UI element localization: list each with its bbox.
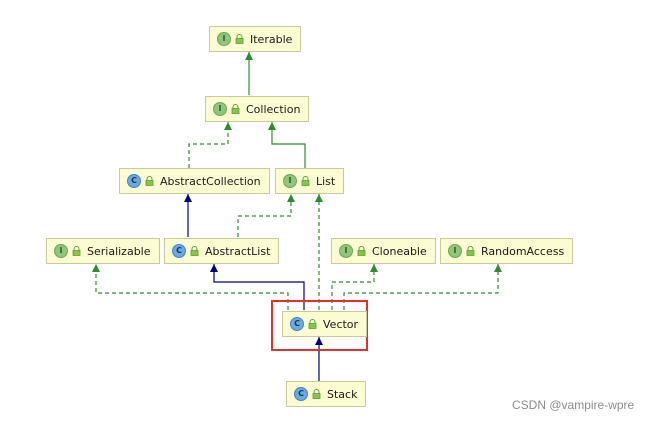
watermark: CSDN @vampire-wpre bbox=[512, 398, 635, 412]
node-label: RandomAccess bbox=[481, 244, 565, 258]
class-icon: C bbox=[290, 317, 304, 331]
interface-icon: I bbox=[283, 174, 297, 188]
edge-vector-cloneable bbox=[331, 264, 378, 310]
lock-icon bbox=[308, 319, 317, 329]
node-abstractlist[interactable]: C AbstractList bbox=[164, 238, 280, 264]
node-list[interactable]: I List bbox=[275, 168, 345, 194]
class-icon: C bbox=[294, 387, 308, 401]
interface-icon: I bbox=[448, 244, 462, 258]
lock-icon bbox=[190, 246, 199, 256]
node-label: Iterable bbox=[250, 32, 293, 46]
interface-icon: I bbox=[339, 244, 353, 258]
node-serializable[interactable]: I Serializable bbox=[46, 238, 160, 264]
node-label: Stack bbox=[327, 387, 358, 401]
edge-abstractcollection-collection bbox=[188, 122, 232, 168]
node-label: AbstractCollection bbox=[160, 174, 261, 188]
lock-icon bbox=[72, 246, 81, 256]
node-abstractcollection[interactable]: C AbstractCollection bbox=[119, 168, 270, 194]
lock-icon bbox=[231, 104, 240, 114]
edge-abstractlist-list bbox=[237, 194, 295, 237]
node-vector[interactable]: C Vector bbox=[282, 311, 368, 337]
node-collection[interactable]: I Collection bbox=[205, 96, 310, 122]
node-label: List bbox=[316, 174, 336, 188]
node-label: Serializable bbox=[87, 244, 151, 258]
node-randomaccess[interactable]: I RandomAccess bbox=[440, 238, 574, 264]
lock-icon bbox=[235, 34, 244, 44]
node-label: Vector bbox=[323, 317, 359, 331]
lock-icon bbox=[357, 246, 366, 256]
edge-vector-serializable bbox=[92, 264, 289, 310]
node-label: AbstractList bbox=[205, 244, 271, 258]
edge-list-collection bbox=[268, 122, 306, 168]
node-stack[interactable]: C Stack bbox=[286, 381, 367, 407]
lock-icon bbox=[145, 176, 154, 186]
lock-icon bbox=[312, 389, 321, 399]
lock-icon bbox=[466, 246, 475, 256]
class-icon: C bbox=[127, 174, 141, 188]
node-label: Cloneable bbox=[372, 244, 427, 258]
node-cloneable[interactable]: I Cloneable bbox=[331, 238, 436, 264]
node-label: Collection bbox=[246, 102, 301, 116]
class-icon: C bbox=[172, 244, 186, 258]
interface-icon: I bbox=[54, 244, 68, 258]
node-iterable[interactable]: I Iterable bbox=[209, 26, 302, 52]
interface-icon: I bbox=[213, 102, 227, 116]
lock-icon bbox=[301, 176, 310, 186]
interface-icon: I bbox=[217, 32, 231, 46]
edge-vector-abstractlist bbox=[210, 264, 305, 310]
